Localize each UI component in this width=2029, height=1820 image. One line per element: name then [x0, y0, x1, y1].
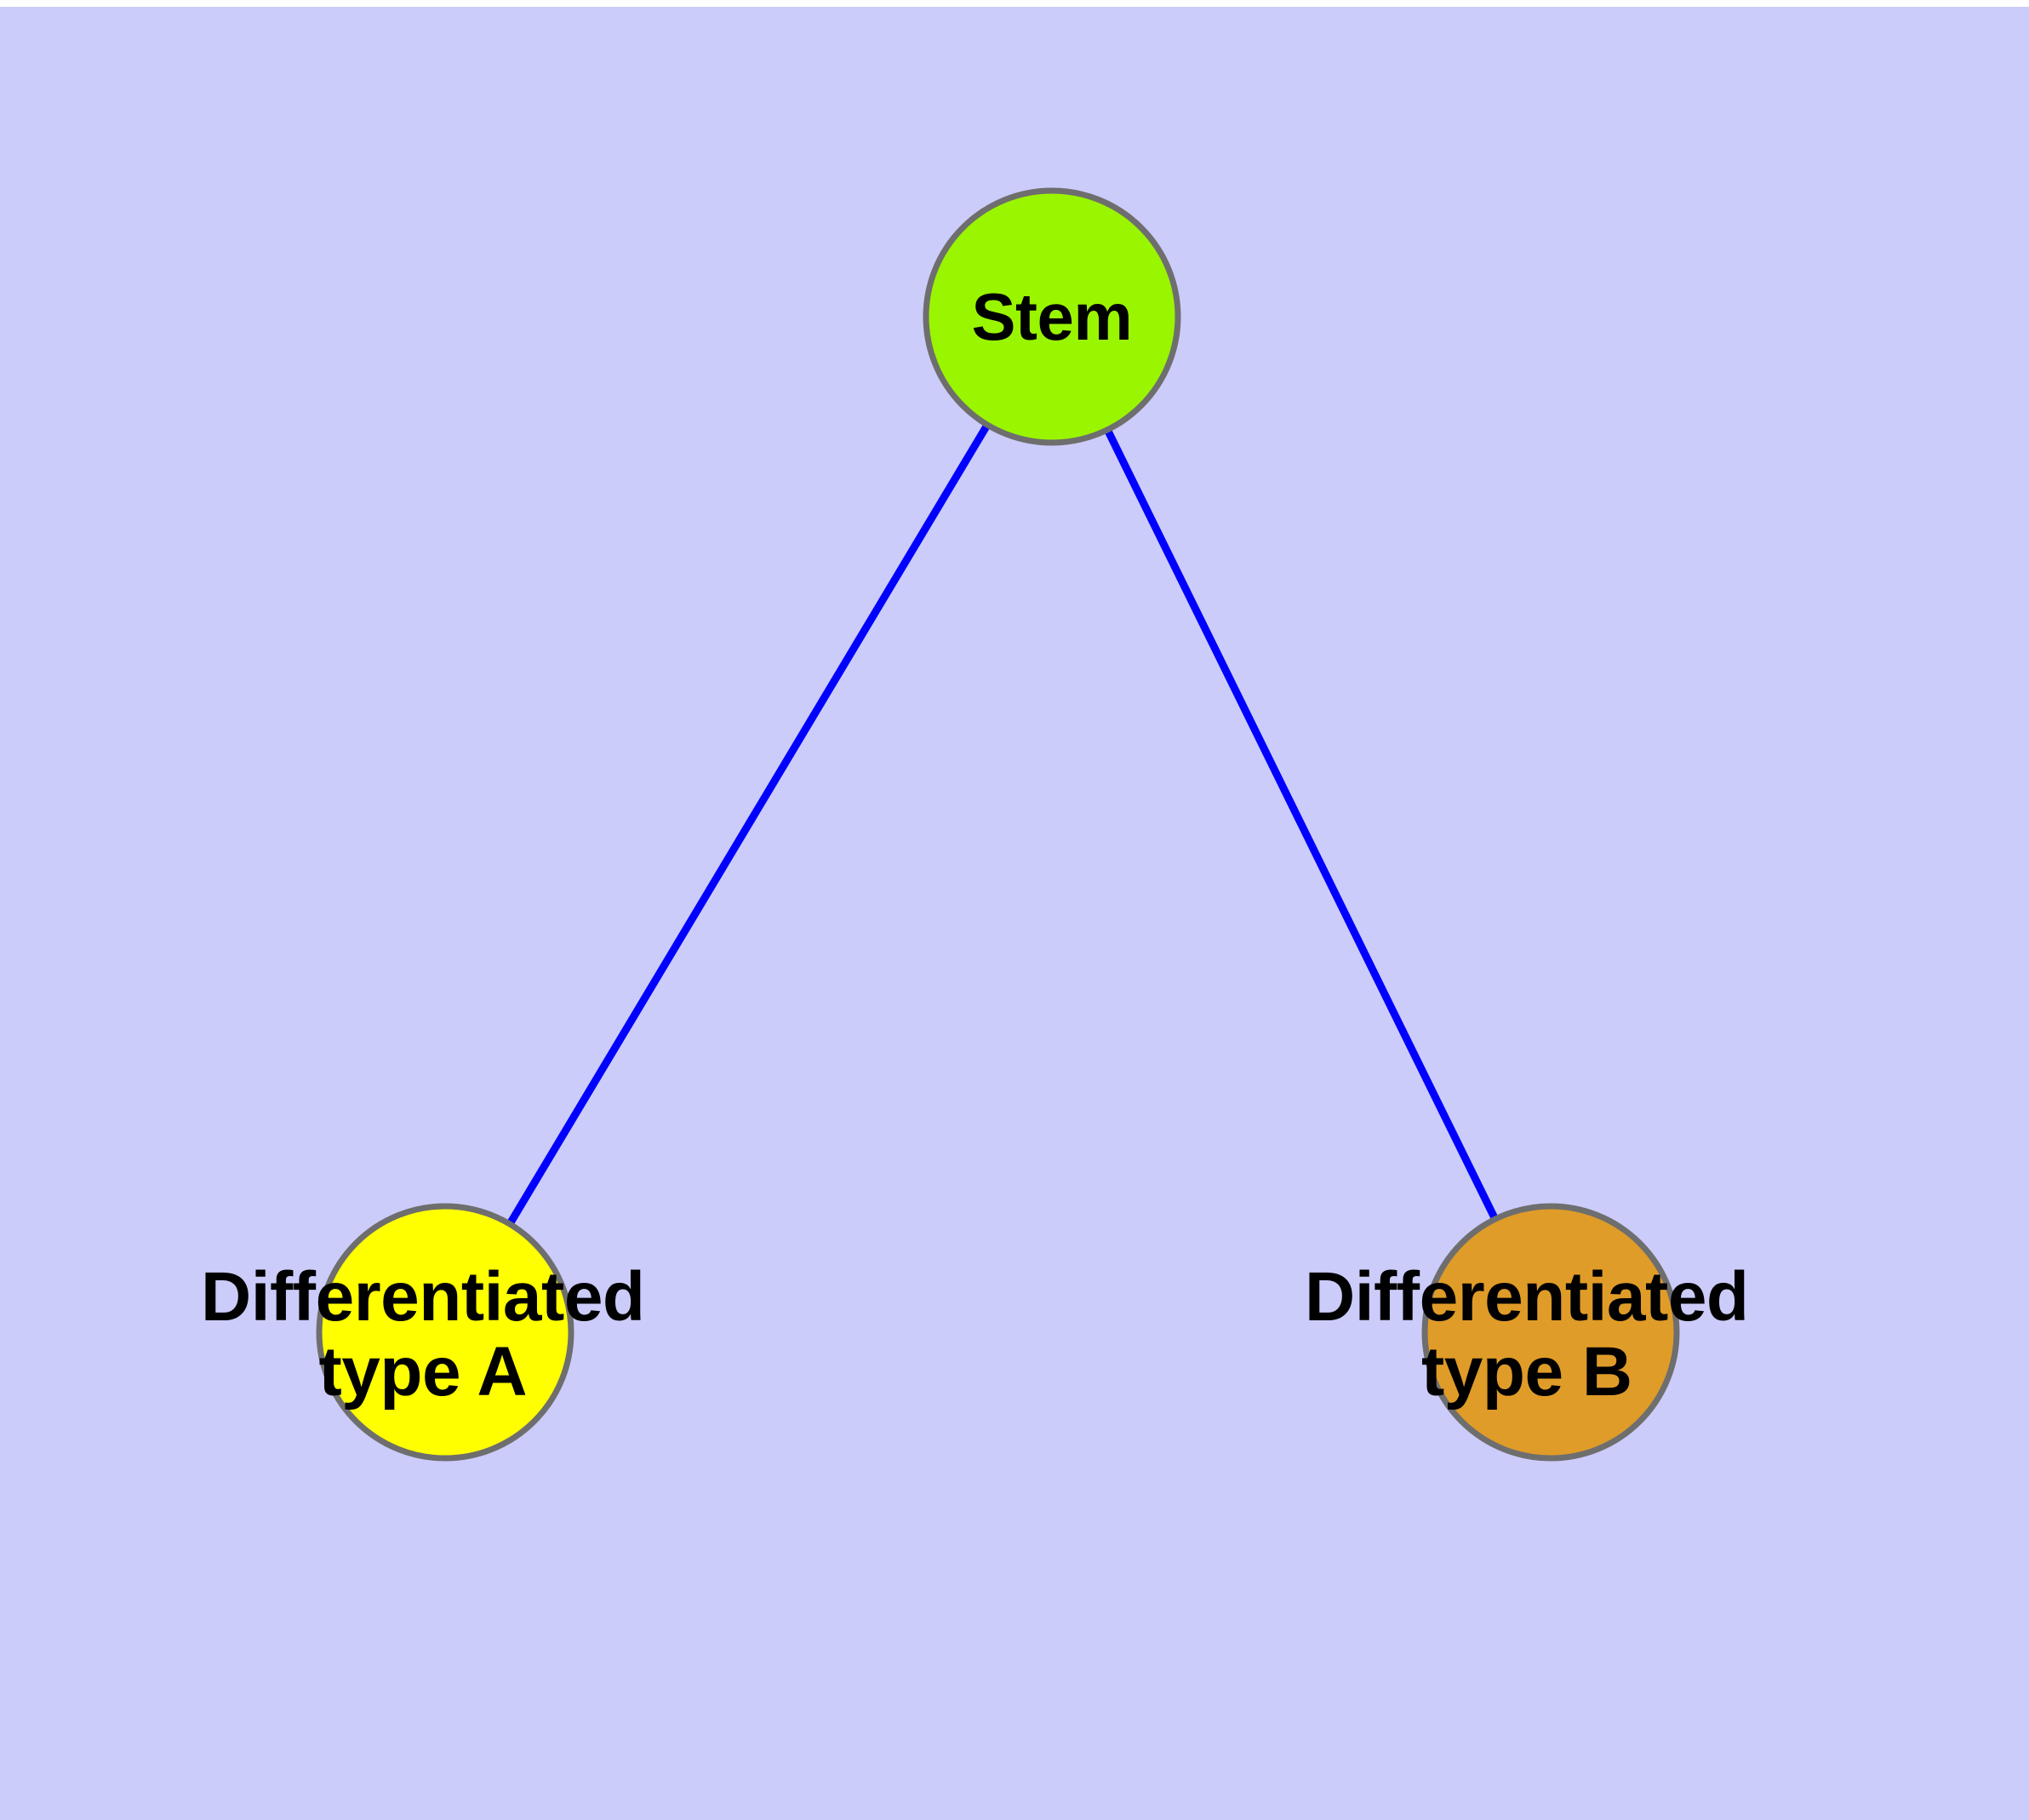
graph-node-stem[interactable] — [923, 187, 1181, 446]
edge-layer — [442, 314, 1555, 1335]
graph-node-differentiated-type-a[interactable] — [316, 1203, 574, 1462]
graph-edge[interactable] — [442, 314, 1055, 1335]
graph-edge[interactable] — [1048, 315, 1555, 1334]
graph-node-differentiated-type-b[interactable] — [1421, 1203, 1680, 1462]
node-layer — [316, 187, 1680, 1462]
